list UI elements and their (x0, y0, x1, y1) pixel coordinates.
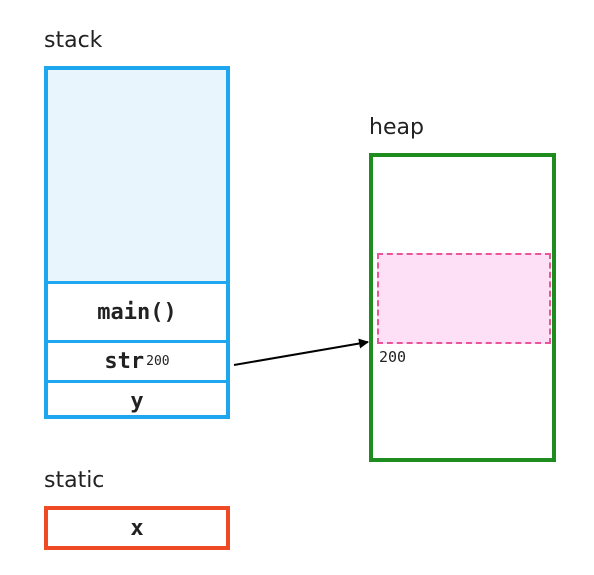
pointer-arrow-line (233, 338, 369, 366)
stack-free-space (48, 70, 226, 281)
main-frame-label: main() (97, 299, 177, 325)
y-variable-label: y (130, 388, 144, 414)
static-region: x (44, 506, 230, 550)
stack-frame-y: y (48, 380, 226, 419)
stack-frame-main: main() (48, 281, 226, 340)
stack-label: stack (44, 28, 103, 53)
heap-region: 200 (369, 153, 556, 462)
heap-allocated-block (377, 253, 551, 344)
x-variable-label: x (130, 515, 144, 541)
heap-address-label: 200 (379, 348, 407, 366)
static-label: static (44, 468, 105, 493)
str-value-subscript: 200 (146, 354, 170, 369)
str-variable-label: str (104, 349, 145, 374)
heap-label: heap (369, 115, 424, 140)
